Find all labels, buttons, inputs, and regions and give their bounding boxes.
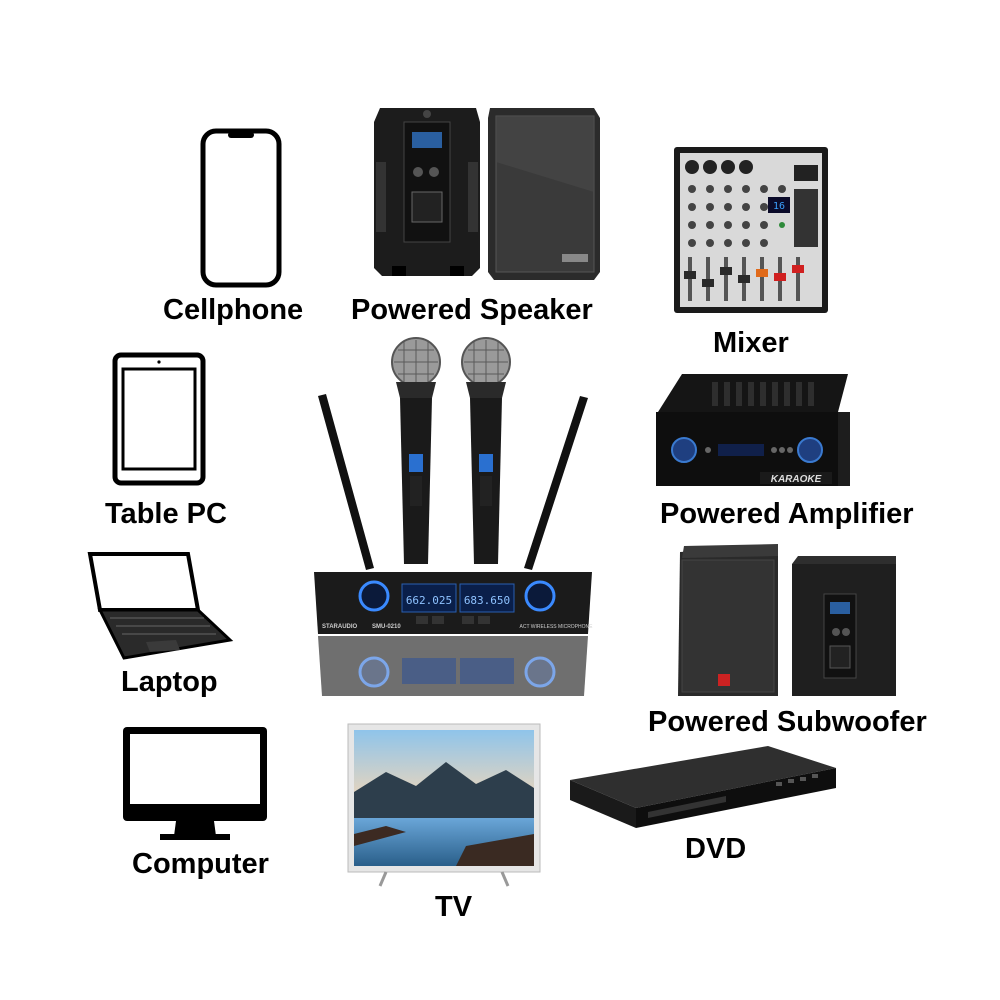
receiver-frequency-b: 683.650 bbox=[464, 594, 510, 607]
receiver-caption: ACT WIRELESS MICROPHONE bbox=[520, 624, 594, 630]
dvd-player-image bbox=[566, 742, 840, 834]
powered-speaker-label: Powered Speaker bbox=[351, 294, 593, 326]
powered-subwoofer-label: Powered Subwoofer bbox=[648, 706, 927, 738]
mixer-image: 16 bbox=[672, 145, 832, 315]
computer-label: Computer bbox=[132, 848, 269, 880]
powered-subwoofer-image bbox=[674, 542, 900, 700]
tv-label: TV bbox=[435, 891, 473, 923]
dvd-label: DVD bbox=[685, 833, 747, 865]
cellphone-icon bbox=[200, 128, 284, 288]
powered-amplifier-image: KARAOKE bbox=[652, 372, 852, 494]
laptop-label: Laptop bbox=[121, 666, 218, 698]
cellphone-label: Cellphone bbox=[163, 294, 304, 326]
table-pc-label: Table PC bbox=[105, 498, 227, 530]
mixer-label: Mixer bbox=[713, 327, 789, 359]
laptop-icon bbox=[80, 548, 236, 664]
receiver-brand: STARAUDIO bbox=[322, 624, 358, 630]
mixer-display: 16 bbox=[773, 201, 785, 212]
receiver-frequency-a: 662.025 bbox=[406, 594, 452, 607]
powered-speaker-image bbox=[372, 102, 604, 280]
tv-image bbox=[346, 722, 542, 888]
computer-icon bbox=[120, 724, 270, 846]
amplifier-plate-text: KARAOKE bbox=[771, 474, 822, 485]
wireless-microphone-system-image: 662.025 683.650 STARAUDIO SMU-0210 ACT W… bbox=[312, 336, 594, 700]
tablet-icon bbox=[112, 352, 208, 488]
powered-amplifier-label: Powered Amplifier bbox=[660, 498, 914, 530]
receiver-model: SMU-0210 bbox=[372, 624, 401, 630]
